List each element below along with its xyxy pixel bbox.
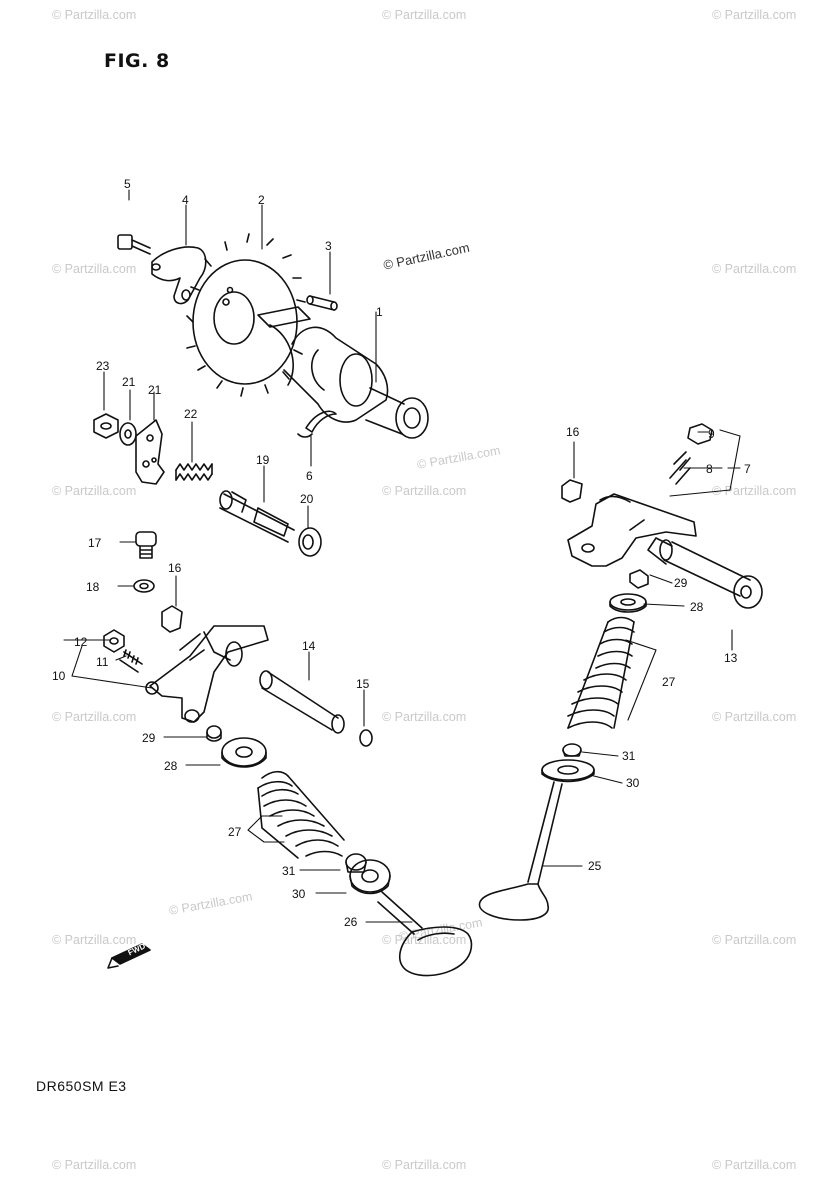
cam-bolt [117, 234, 151, 255]
valve-spring-left [257, 770, 345, 859]
watermark: © Partzilla.com [52, 484, 137, 498]
callout: 27 [662, 675, 676, 689]
cotter-right [562, 743, 582, 757]
valve-cap [206, 725, 222, 742]
rocker-shaft-right [647, 537, 763, 609]
cotter-left [345, 853, 367, 873]
callout: 21 [148, 383, 162, 397]
watermark: © Partzilla.com [712, 1158, 797, 1172]
valve-left [377, 891, 473, 977]
shaft-circlip [359, 729, 373, 747]
rocker-clip [161, 605, 183, 633]
adjuster-screw [119, 649, 143, 673]
lock-washer [151, 246, 207, 305]
fwd-arrow-icon [107, 943, 151, 969]
dowel-pin [306, 295, 338, 311]
callout: 28 [164, 759, 178, 773]
model-label: DR650SM E3 [36, 1078, 127, 1094]
figure-title: FIG. 8 [104, 50, 170, 72]
callout: 4 [182, 193, 189, 207]
callout: 29 [674, 576, 688, 590]
callout: 13 [724, 651, 738, 665]
spring-retainer [221, 737, 267, 768]
callout: 9 [708, 427, 715, 441]
nut [93, 413, 119, 439]
callout: 25 [588, 859, 602, 873]
callout: 12 [74, 635, 88, 649]
watermark: © Partzilla.com [712, 484, 797, 498]
callout: 16 [168, 561, 182, 575]
camshaft [257, 306, 429, 439]
watermark: © Partzilla.com [52, 933, 137, 947]
callout: 16 [566, 425, 580, 439]
oil-seal [298, 527, 322, 557]
decomp-lever [135, 419, 165, 485]
callout: 30 [626, 776, 640, 790]
rocker-shaft [259, 670, 345, 734]
callout: 14 [302, 639, 316, 653]
callout: 18 [86, 580, 100, 594]
callout: 15 [356, 677, 370, 691]
callout: 3 [325, 239, 332, 253]
callout-numbers: 1 2 3 4 5 6 7 8 9 10 11 12 13 14 15 16 1… [52, 177, 751, 929]
adjuster-screw-right [669, 451, 691, 485]
circlip [297, 410, 337, 438]
adjuster-nut-right [687, 423, 713, 445]
callout: 10 [52, 669, 66, 683]
rocker-clip-right [561, 479, 583, 503]
callout: 26 [344, 915, 358, 929]
valve-spring-right [567, 616, 635, 729]
spring-seat-right [541, 759, 595, 783]
callout: 31 [282, 864, 296, 878]
decomp-shaft [219, 490, 295, 543]
rocker-arm [145, 625, 269, 723]
watermark: © Partzilla.com [712, 8, 797, 22]
watermark: © Partzilla.com [712, 710, 797, 724]
watermark: © Partzilla.com [382, 484, 467, 498]
watermark: © Partzilla.com [712, 262, 797, 276]
watermark: © Partzilla.com [52, 710, 137, 724]
watermark: © Partzilla.com [712, 933, 797, 947]
callout: 21 [122, 375, 136, 389]
callout: 31 [622, 749, 636, 763]
callout: 28 [690, 600, 704, 614]
callout: 5 [124, 177, 131, 191]
spring-retainer-right [609, 593, 647, 613]
rocker-arm-right [567, 493, 697, 567]
adjuster-nut [103, 629, 125, 653]
callout: 6 [306, 469, 313, 483]
callout: 1 [376, 305, 383, 319]
callout: 22 [184, 407, 198, 421]
bolt-washer [133, 579, 155, 593]
washer [119, 422, 137, 446]
watermark: © Partzilla.com [52, 1158, 137, 1172]
camshaft-sprocket [186, 233, 306, 397]
watermark: © Partzilla.com [382, 1158, 467, 1172]
callout: 7 [744, 462, 751, 476]
valve-cap-right [629, 569, 649, 589]
watermark: © Partzilla.com [382, 8, 467, 22]
valve-right [478, 781, 563, 921]
callout: 11 [96, 655, 109, 669]
callout: 29 [142, 731, 156, 745]
decomp-spring [175, 463, 213, 481]
watermark: © Partzilla.com [52, 8, 137, 22]
callout: 23 [96, 359, 110, 373]
callout: 17 [88, 536, 102, 550]
callout: 27 [228, 825, 242, 839]
callout: 20 [300, 492, 314, 506]
callout: 8 [706, 462, 713, 476]
watermark: © Partzilla.com [52, 262, 137, 276]
watermark: © Partzilla.com [382, 710, 467, 724]
callout: 30 [292, 887, 306, 901]
callout: 2 [258, 193, 265, 207]
callout: 19 [256, 453, 270, 467]
callout-lines [63, 189, 741, 923]
spring-seat-left [349, 859, 391, 895]
rocker-bolt [135, 531, 157, 559]
